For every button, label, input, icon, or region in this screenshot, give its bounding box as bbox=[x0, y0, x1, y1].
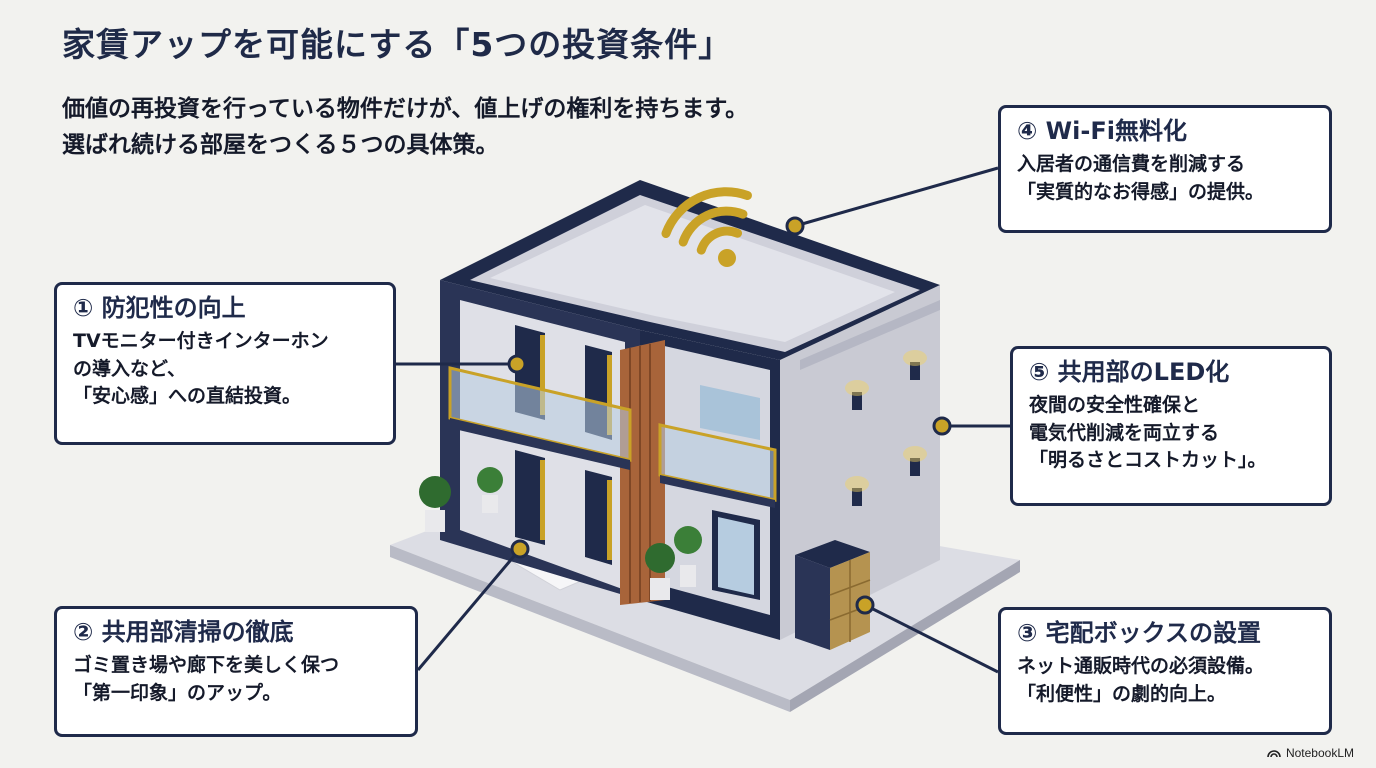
card-delivery-box: ③ 宅配ボックスの設置 ネット通販時代の必須設備。 「利便性」の劇的向上。 bbox=[998, 607, 1332, 735]
card-security-line: TVモニター付きインターホン bbox=[73, 330, 329, 353]
connector-dot-2 bbox=[510, 539, 530, 559]
wood-column bbox=[620, 340, 665, 605]
card-wifi: ④ Wi-Fi無料化 入居者の通信費を削減する 「実質的なお得感」の提供。 bbox=[998, 105, 1332, 233]
connector-dot-1 bbox=[507, 354, 527, 374]
card-cleaning-title: ② 共用部清掃の徹底 bbox=[73, 618, 294, 646]
card-cleaning-line: 「第一印象」のアップ。 bbox=[73, 681, 282, 704]
connector-4 bbox=[794, 166, 999, 228]
plants bbox=[419, 467, 702, 600]
card-wifi-title: ④ Wi-Fi無料化 bbox=[1017, 117, 1187, 145]
connector-2 bbox=[416, 548, 522, 671]
card-delivery-box-line: ネット通販時代の必須設備。 bbox=[1017, 655, 1265, 678]
card-security-line: 「安心感」への直結投資。 bbox=[73, 385, 302, 408]
connector-dot-4 bbox=[785, 216, 805, 236]
card-security: ① 防犯性の向上 TVモニター付きインターホン の導入など、 「安心感」への直結… bbox=[54, 282, 396, 445]
card-wifi-line: 「実質的なお得感」の提供。 bbox=[1017, 180, 1265, 203]
subtitle-line-2: 選ばれ続ける部屋をつくる５つの具体策。 bbox=[62, 131, 499, 158]
card-security-line: の導入など、 bbox=[73, 357, 187, 380]
card-led-line: 電気代削減を両立する bbox=[1029, 421, 1220, 444]
card-led-title: ⑤ 共用部のLED化 bbox=[1029, 358, 1230, 386]
connector-dot-3 bbox=[855, 595, 875, 615]
card-wifi-line: 入居者の通信費を削減する bbox=[1017, 153, 1246, 176]
card-security-title: ① 防犯性の向上 bbox=[73, 294, 246, 322]
footer-brand-label: NotebookLM bbox=[1285, 746, 1354, 760]
wifi-icon bbox=[661, 187, 752, 267]
page-title: 家賃アップを可能にする「5つの投資条件」 bbox=[62, 25, 733, 64]
notebooklm-icon bbox=[1267, 750, 1281, 758]
card-led-line: 「明るさとコストカット」。 bbox=[1029, 449, 1267, 472]
card-led: ⑤ 共用部のLED化 夜間の安全性確保と 電気代削減を両立する 「明るさとコスト… bbox=[1010, 346, 1332, 506]
card-delivery-box-title: ③ 宅配ボックスの設置 bbox=[1017, 619, 1261, 647]
footer-brand: NotebookLM bbox=[1267, 746, 1354, 760]
card-delivery-box-line: 「利便性」の劇的向上。 bbox=[1017, 682, 1227, 705]
card-cleaning-line: ゴミ置き場や廊下を美しく保つ bbox=[73, 654, 340, 677]
subtitle-line-1: 価値の再投資を行っている物件だけが、値上げの権利を持ちます。 bbox=[62, 96, 749, 122]
card-led-line: 夜間の安全性確保と bbox=[1029, 394, 1201, 417]
connector-3 bbox=[864, 603, 999, 674]
card-cleaning: ② 共用部清掃の徹底 ゴミ置き場や廊下を美しく保つ 「第一印象」のアップ。 bbox=[54, 606, 418, 737]
delivery-box bbox=[795, 540, 871, 650]
subtitle: 価値の再投資を行っている物件だけが、値上げの権利を持ちます。 選ばれ続ける部屋を… bbox=[62, 92, 882, 163]
connector-dot-5 bbox=[932, 416, 952, 436]
